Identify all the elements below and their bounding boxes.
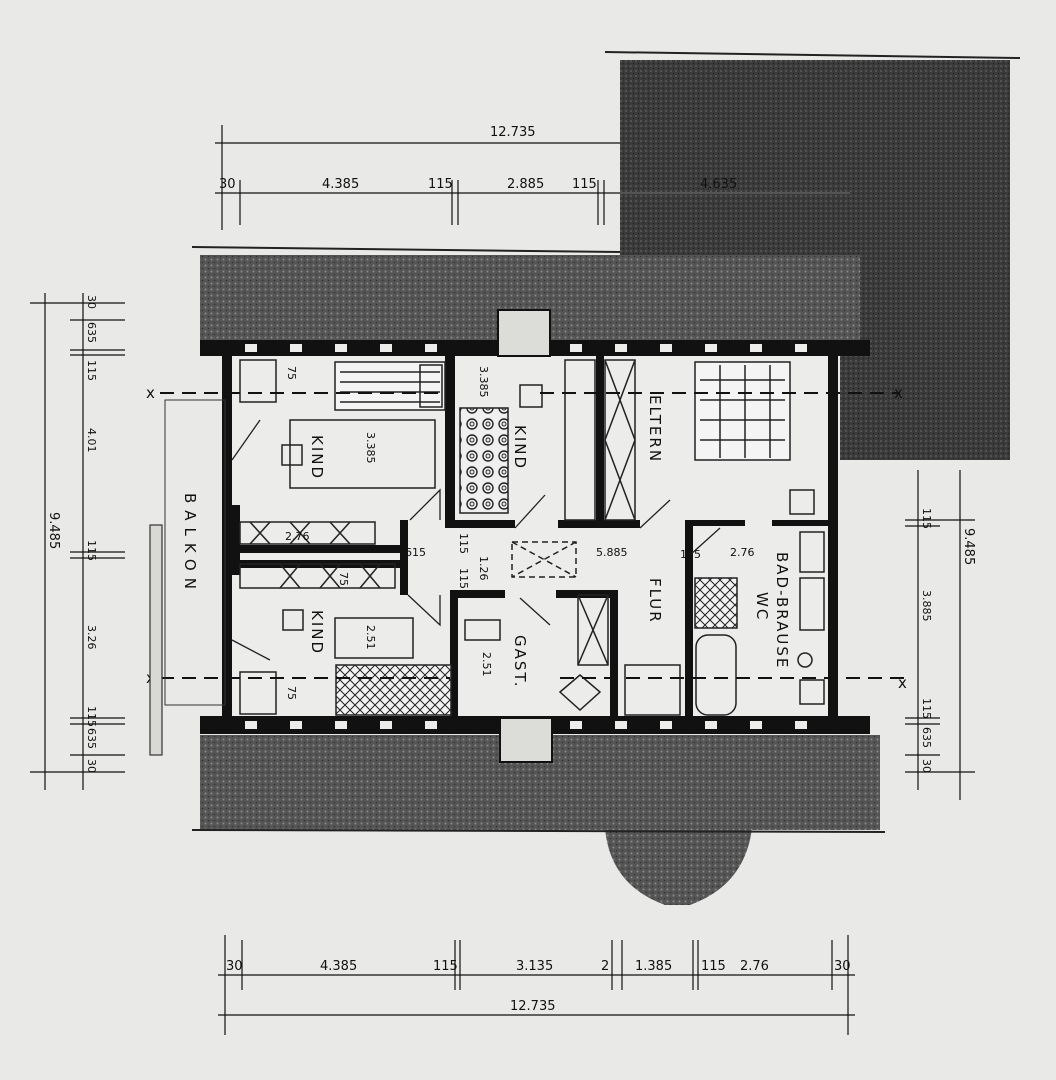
room-label-eltern: ELTERN — [646, 395, 664, 463]
dim-bottom-seg: 1.385 — [635, 959, 672, 974]
section-lines — [160, 392, 905, 679]
dim-115: 115 — [680, 548, 701, 561]
room-label-kind: KIND — [308, 435, 326, 480]
dim-top-seg: 2.885 — [507, 177, 544, 192]
dim-chain-right — [905, 470, 975, 800]
dim-bottom-seg: 2.76 — [740, 959, 769, 974]
dim-left-seg: 635 — [85, 728, 98, 749]
interior-walls — [222, 355, 832, 720]
room-label-wc: WC — [753, 592, 771, 621]
dim-left-seg: 115 — [85, 360, 98, 381]
dim-kind3-depth: 2.51 — [364, 625, 377, 650]
dim-hall-width: 5.885 — [596, 546, 628, 559]
dim-right-seg: 30 — [920, 759, 933, 773]
dim-bottom-seg: 115 — [433, 959, 458, 974]
room-label-balkon: BALKON — [181, 493, 199, 596]
dim-115: 115 — [457, 568, 470, 589]
dim-bottom-seg: 30 — [834, 959, 851, 974]
dim-left-total: 9.485 — [46, 512, 61, 549]
dim-flur-width: 2.76 — [730, 546, 755, 559]
dim-right-seg: 115 — [920, 508, 933, 529]
dim-right-seg: 3.885 — [920, 590, 933, 622]
dim-75: 75 — [285, 366, 298, 380]
room-label-kind: KIND — [308, 610, 326, 655]
dim-126: 1.26 — [477, 556, 490, 581]
dim-615: 615 — [405, 546, 426, 559]
furniture — [239, 359, 825, 716]
dim-bottom-seg: 2 — [601, 959, 609, 974]
dim-top-seg: 115 — [572, 177, 597, 192]
section-marker: x — [898, 674, 909, 692]
dim-bottom-seg: 4.385 — [320, 959, 357, 974]
dim-left-seg: 4.01 — [85, 428, 98, 453]
section-marker: x — [146, 384, 157, 402]
dim-bottom-seg: 3.135 — [516, 959, 553, 974]
door-swings — [231, 419, 721, 661]
room-label-bad: BAD-BRAUSE — [773, 552, 791, 669]
dim-chain-left — [30, 293, 125, 790]
dim-115: 115 — [457, 533, 470, 554]
dim-75: 75 — [285, 686, 298, 700]
dim-left-seg: 30 — [85, 295, 98, 309]
dim-gast-depth: 2.51 — [480, 652, 493, 677]
dim-closet-width: 2.76 — [285, 530, 310, 543]
dim-75: 75 — [337, 572, 350, 586]
dim-left-seg: 30 — [85, 759, 98, 773]
dim-top-seg: 115 — [428, 177, 453, 192]
dim-chain-bottom — [218, 935, 855, 1035]
dim-top-seg: 30 — [219, 177, 236, 192]
section-marker: x — [894, 384, 905, 402]
dim-top-seg: 4.385 — [322, 177, 359, 192]
room-label-flur: FLUR — [646, 578, 664, 624]
dim-right-seg: 635 — [920, 727, 933, 748]
dim-kind1-depth: 3.385 — [364, 432, 377, 464]
dim-right-seg: 115 — [920, 698, 933, 719]
dim-left-seg: 115 — [85, 540, 98, 561]
balkon-rail — [149, 399, 226, 756]
dim-kind2-depth: 3.385 — [477, 366, 490, 398]
dim-top-total: 12.735 — [490, 125, 536, 140]
window-openings — [245, 344, 807, 729]
room-label-gast: GAST. — [511, 635, 529, 689]
dim-left-seg: 3.26 — [85, 625, 98, 650]
dim-bottom-total: 12.735 — [510, 999, 556, 1014]
dim-left-seg: 635 — [85, 322, 98, 343]
dim-top-seg: 4.635 — [700, 177, 737, 192]
dim-chain-top — [215, 125, 850, 230]
dim-bottom-seg: 30 — [226, 959, 243, 974]
dim-left-seg: 115 — [85, 706, 98, 727]
dim-right-total: 9.485 — [961, 528, 976, 565]
dim-bottom-seg: 115 — [701, 959, 726, 974]
room-label-kind: KIND — [511, 425, 529, 470]
